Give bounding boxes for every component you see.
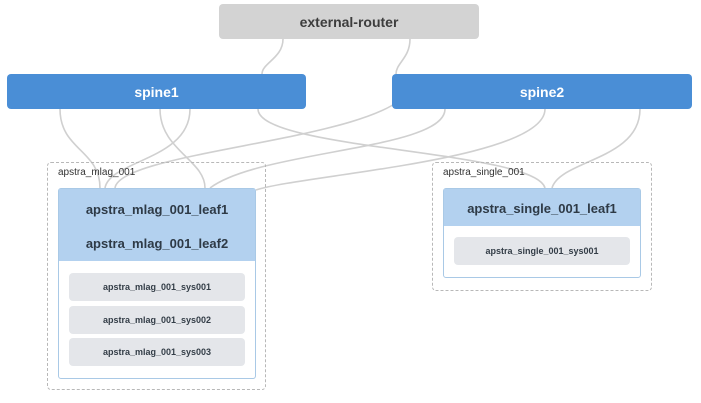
rack-mlag: apstra_mlag_001_leaf1 apstra_mlag_001_le… bbox=[58, 188, 256, 379]
single-sys001-label: apstra_single_001_sys001 bbox=[485, 246, 599, 256]
spine2-label: spine2 bbox=[519, 83, 565, 100]
mlag-sys003-node[interactable]: apstra_mlag_001_sys003 bbox=[69, 338, 245, 366]
mlag-sys001-label: apstra_mlag_001_sys001 bbox=[102, 282, 212, 292]
rack-group-mlag: apstra_mlag_001 bbox=[47, 162, 266, 390]
rack-single: apstra_single_001_leaf1 apstra_single_00… bbox=[443, 188, 641, 278]
link-spine1-single-leaf1 bbox=[257, 108, 546, 189]
rack-group-single-label: apstra_single_001 bbox=[443, 167, 525, 178]
mlag-leaf1-node[interactable]: apstra_mlag_001_leaf1 bbox=[59, 191, 255, 227]
single-leaf-band bbox=[444, 189, 640, 226]
mlag-sys002-node[interactable]: apstra_mlag_001_sys002 bbox=[69, 306, 245, 334]
rack-group-mlag-label: apstra_mlag_001 bbox=[58, 167, 136, 178]
single-leaf1-label: apstra_single_001_leaf1 bbox=[467, 200, 617, 216]
rack-group-single: apstra_single_001 bbox=[432, 162, 652, 291]
link-router-spine2 bbox=[395, 38, 411, 75]
mlag-leaf2-node[interactable]: apstra_mlag_001_leaf2 bbox=[59, 225, 255, 261]
mlag-leaf-band bbox=[59, 189, 255, 261]
spine1-node[interactable]: spine1 bbox=[7, 74, 306, 109]
mlag-sys003-label: apstra_mlag_001_sys003 bbox=[102, 347, 212, 357]
link-router-mlag bbox=[114, 87, 411, 189]
external-router-node[interactable]: external-router bbox=[219, 4, 479, 39]
spine2-node[interactable]: spine2 bbox=[392, 74, 692, 109]
mlag-sys002-label: apstra_mlag_001_sys002 bbox=[102, 315, 212, 325]
link-spine1-mlag-leaf2 bbox=[159, 108, 206, 189]
link-spine1-mlag-leaf1 bbox=[59, 108, 101, 189]
link-spine2-single-leaf1 bbox=[551, 108, 641, 189]
external-router-label: external-router bbox=[299, 13, 399, 30]
mlag-leaf1-label: apstra_mlag_001_leaf1 bbox=[85, 201, 229, 217]
link-spine1-mlag-extra bbox=[104, 108, 191, 189]
spine1-label: spine1 bbox=[134, 83, 179, 100]
single-sys001-node[interactable]: apstra_single_001_sys001 bbox=[454, 237, 630, 265]
link-spine2-mlag-leaf2 bbox=[255, 108, 546, 191]
link-spine2-mlag-leaf1 bbox=[209, 108, 446, 189]
link-router-spine1 bbox=[261, 38, 284, 75]
mlag-sys001-node[interactable]: apstra_mlag_001_sys001 bbox=[69, 273, 245, 301]
single-leaf1-node[interactable]: apstra_single_001_leaf1 bbox=[444, 190, 640, 226]
mlag-leaf2-label: apstra_mlag_001_leaf2 bbox=[85, 235, 229, 251]
